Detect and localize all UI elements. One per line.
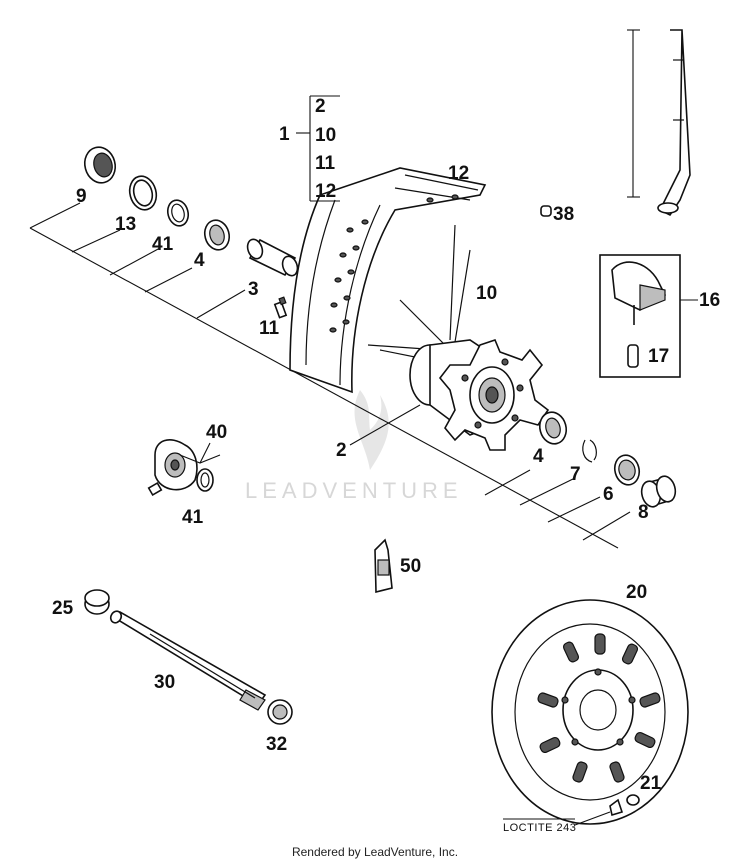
ring-6 <box>613 454 641 486</box>
label-1: 1 <box>279 124 290 145</box>
speedo-drive-40 <box>147 439 221 497</box>
bearing-4 <box>203 219 231 251</box>
label-16: 16 <box>699 290 720 311</box>
label-41: 41 <box>152 234 174 255</box>
brake-disc-20 <box>491 599 689 825</box>
label-20: 20 <box>626 582 647 603</box>
label-1-12: 12 <box>315 181 336 202</box>
footer-credit: Rendered by LeadVenture, Inc. <box>291 845 459 859</box>
label-1-11: 11 <box>315 153 336 174</box>
threadlock-tube-50 <box>374 538 393 594</box>
part-38 <box>540 205 552 217</box>
seal-9 <box>83 146 117 184</box>
label-4: 4 <box>194 250 205 271</box>
label-1-10: 10 <box>315 125 336 146</box>
bearing-4-right <box>538 411 568 445</box>
label-1-2: 2 <box>315 96 326 117</box>
assembly-guide-lines <box>29 202 631 549</box>
label-10: 10 <box>476 283 497 304</box>
seal-8 <box>640 475 677 508</box>
label-2: 2 <box>336 440 347 461</box>
valve-inset <box>599 254 698 378</box>
rim-spoke-holes <box>329 194 459 333</box>
loctite-label: LOCTITE 243 <box>503 822 576 834</box>
rim-12 <box>289 167 487 394</box>
spoke-nipple-11 <box>273 296 288 319</box>
circlip-7 <box>582 439 597 463</box>
label-30: 30 <box>154 672 175 693</box>
watermark-text: LEADVENTURE <box>245 478 463 503</box>
label-9: 9 <box>76 186 87 207</box>
nut-25 <box>84 589 110 615</box>
spoke-tool <box>627 29 691 217</box>
label-25: 25 <box>52 598 74 619</box>
label-32: 32 <box>266 734 287 755</box>
label-8: 8 <box>638 502 649 523</box>
label-11: 11 <box>259 318 280 339</box>
spokes-10 <box>367 224 471 361</box>
disc-bolt-21 <box>574 794 640 826</box>
disc-slots <box>537 633 661 783</box>
label-4-right: 4 <box>533 446 544 467</box>
label-38: 38 <box>553 204 574 225</box>
label-40: 40 <box>206 422 227 443</box>
callout-labels: 1 2 10 11 12 9 13 41 4 3 11 12 10 38 16 … <box>52 95 720 834</box>
ring-13 <box>128 175 158 211</box>
label-17: 17 <box>648 346 669 367</box>
watermark: LEADVENTURE <box>245 390 463 503</box>
circlip-41 <box>166 199 190 227</box>
label-12: 12 <box>448 163 469 184</box>
label-41-lower: 41 <box>182 507 204 528</box>
label-3: 3 <box>248 279 259 300</box>
label-13: 13 <box>115 214 136 235</box>
spacer-3 <box>246 238 299 277</box>
axle-30 <box>109 610 267 711</box>
nut-32 <box>267 699 293 725</box>
label-21: 21 <box>640 773 662 794</box>
label-6: 6 <box>603 484 614 505</box>
label-50: 50 <box>400 556 421 577</box>
hub-2 <box>409 339 550 451</box>
label-7: 7 <box>570 464 581 485</box>
